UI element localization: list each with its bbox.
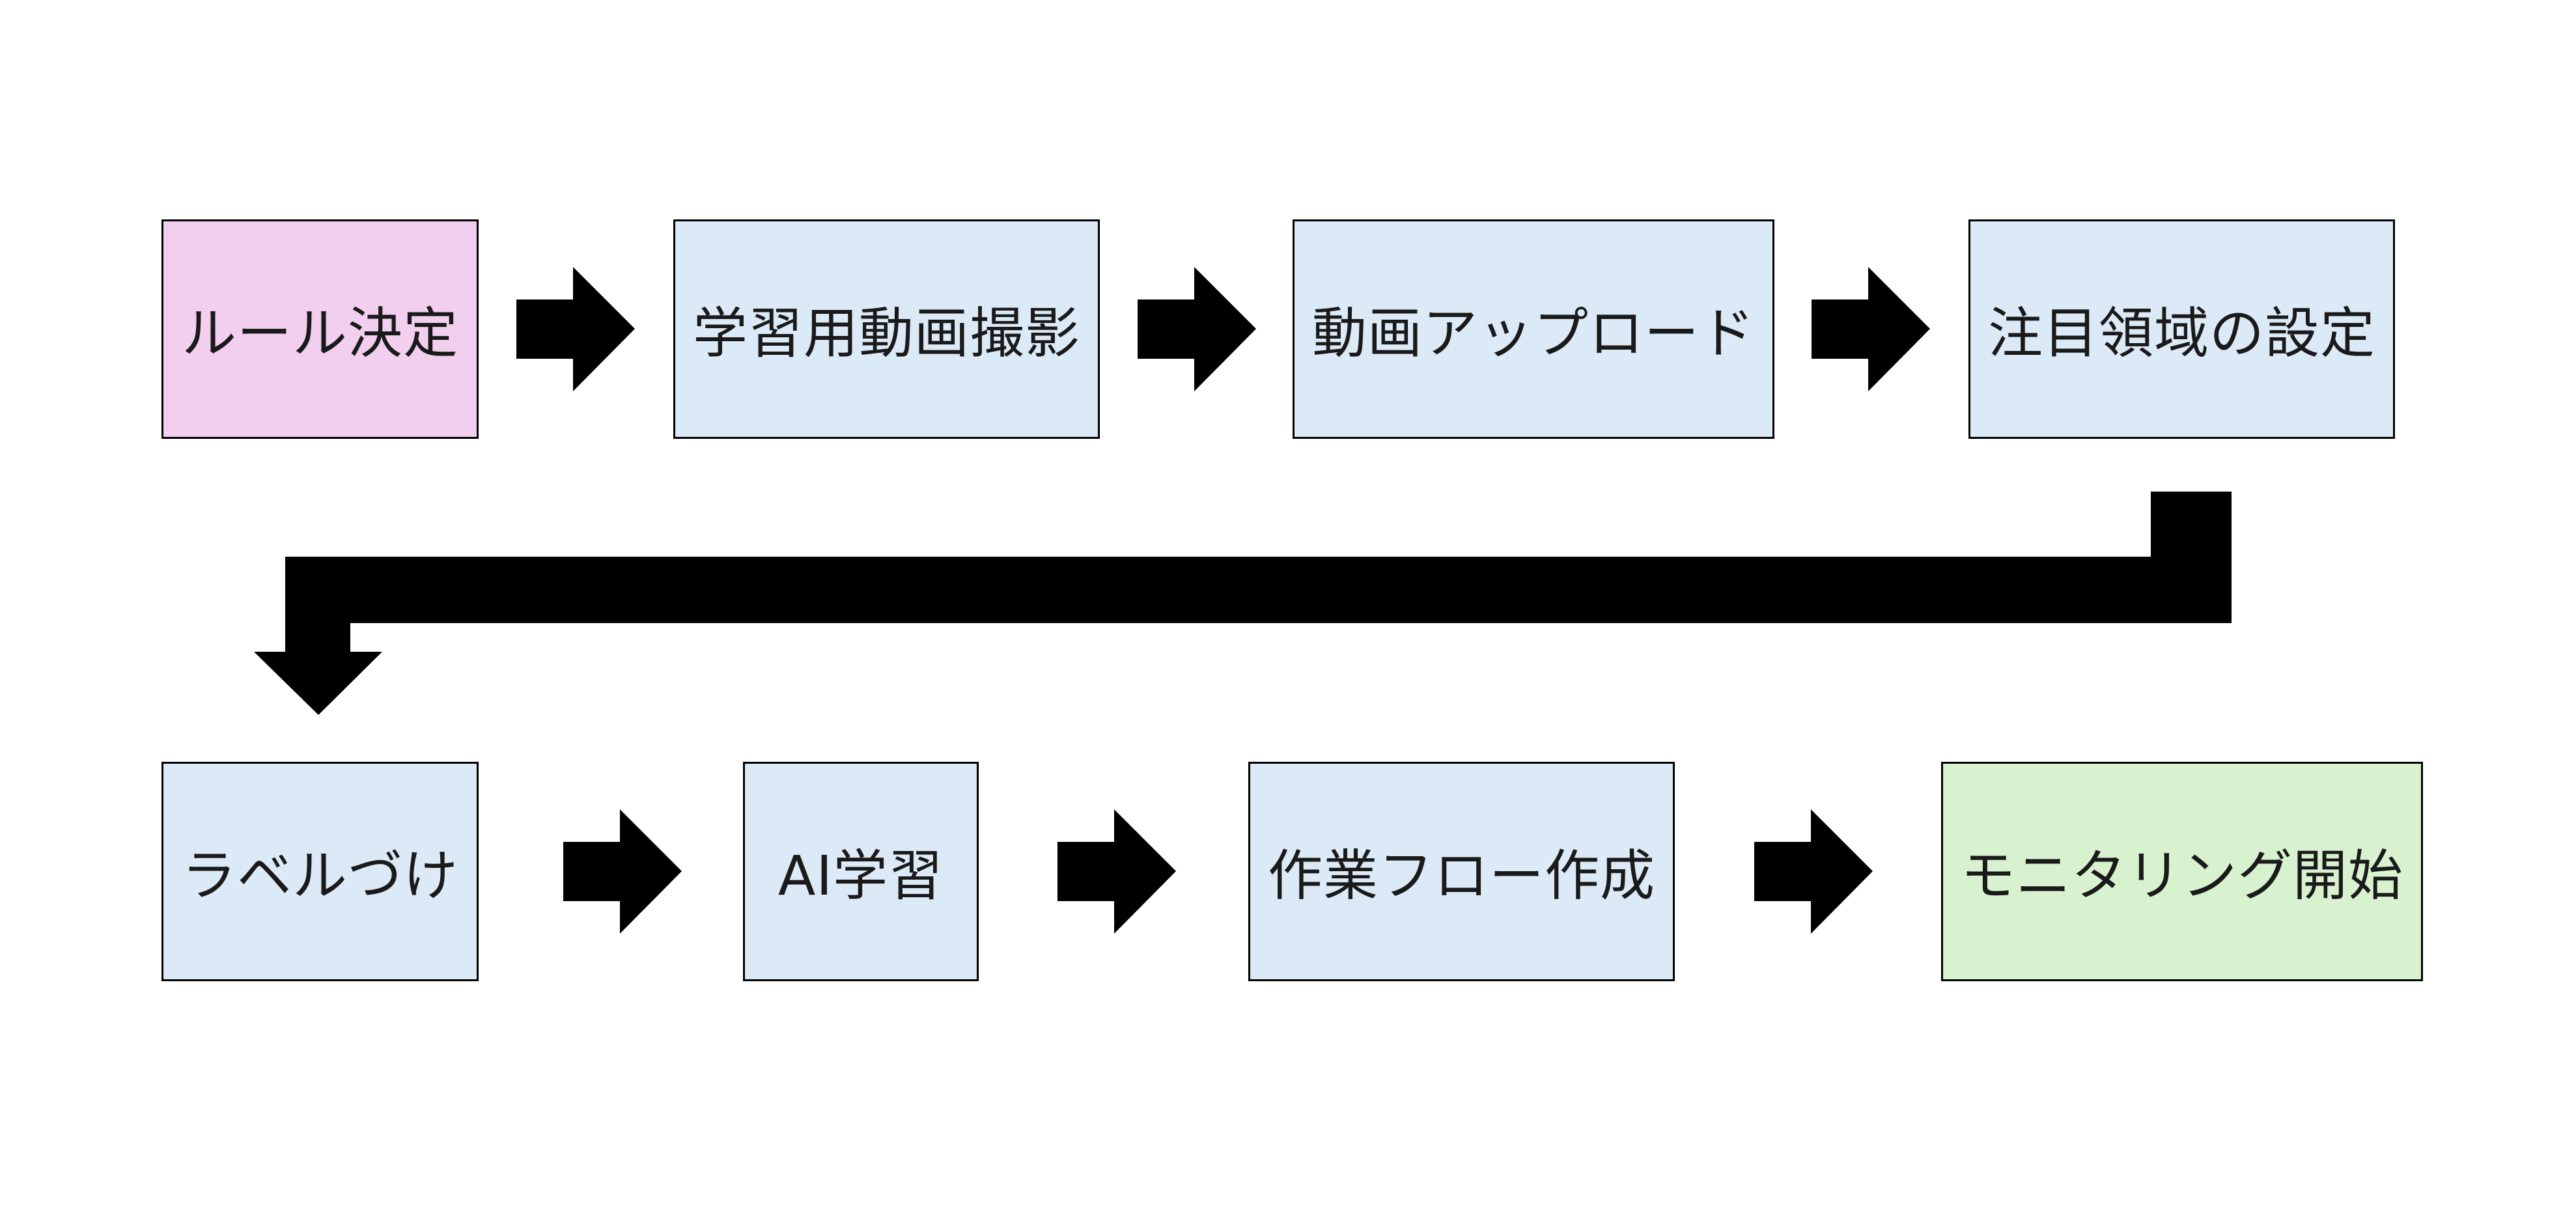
arrow-right-icon xyxy=(1057,809,1176,934)
step-workflow-creation: 作業フロー作成 xyxy=(1248,762,1675,981)
step-label: 学習用動画撮影 xyxy=(692,301,1080,365)
step-video-upload: 動画アップロード xyxy=(1293,219,1774,439)
arrow-right-icon xyxy=(516,267,635,391)
step-label: ラベルづけ xyxy=(181,844,458,908)
step-rule-decision: ルール決定 xyxy=(161,219,479,439)
step-label: 作業フロー作成 xyxy=(1267,844,1655,908)
step-labeling: ラベルづけ xyxy=(161,762,479,981)
arrow-right-icon xyxy=(1138,267,1256,391)
step-region-of-interest: 注目領域の設定 xyxy=(1968,219,2395,439)
step-monitoring-start: モニタリング開始 xyxy=(1941,762,2423,981)
step-label: ルール決定 xyxy=(181,301,458,365)
arrow-right-icon xyxy=(563,809,682,934)
step-training-video-capture: 学習用動画撮影 xyxy=(673,219,1100,439)
step-label: AI学習 xyxy=(777,844,944,908)
step-label: 動画アップロード xyxy=(1311,301,1755,365)
step-ai-training: AI学習 xyxy=(743,762,979,981)
return-arrow-icon xyxy=(254,492,2232,715)
arrow-right-icon xyxy=(1754,809,1873,934)
step-label: 注目領域の設定 xyxy=(1987,301,2375,365)
step-label: モニタリング開始 xyxy=(1960,844,2403,908)
arrow-right-icon xyxy=(1812,267,1930,391)
